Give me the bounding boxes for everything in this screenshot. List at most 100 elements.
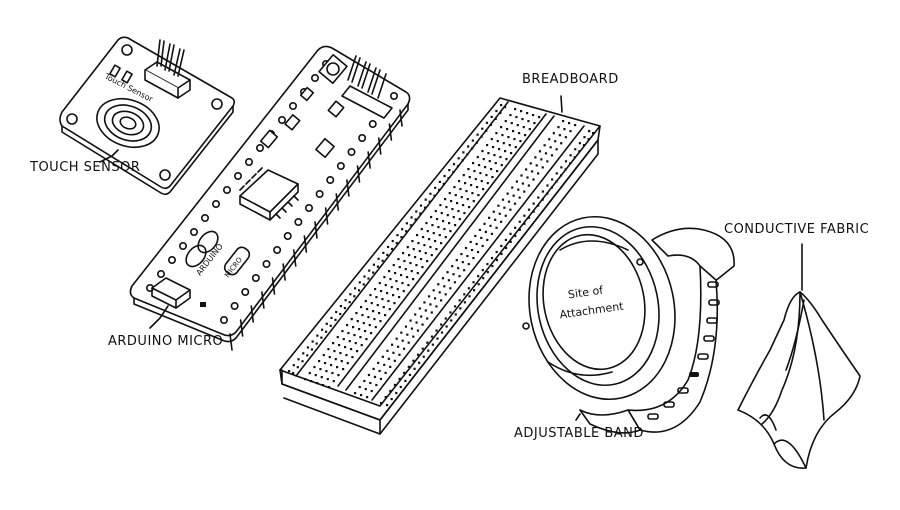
breadboard-hole [395, 391, 398, 395]
breadboard-hole [527, 120, 530, 123]
breadboard-hole [464, 182, 467, 185]
pin-hole [212, 200, 221, 209]
breadboard-hole [428, 238, 431, 241]
breadboard-hole [369, 294, 372, 297]
breadboard-hole [463, 212, 466, 215]
breadboard-hole [466, 254, 469, 258]
breadboard-hole [486, 144, 489, 147]
pin-hole [241, 287, 250, 296]
breadboard-hole [327, 348, 330, 351]
breadboard-hole [374, 326, 377, 329]
breadboard-hole [502, 142, 505, 145]
breadboard-hole [368, 324, 371, 327]
breadboard-hole [372, 263, 375, 266]
breadboard-hole [550, 186, 553, 189]
breadboard-hole [400, 274, 403, 277]
breadboard-hole [365, 338, 368, 341]
breadboard-hole [456, 202, 459, 205]
breadboard-hole [592, 132, 595, 135]
breadboard-hole [391, 239, 394, 243]
breadboard-hole [454, 224, 457, 227]
breadboard-hole [394, 272, 397, 275]
breadboard-hole [316, 334, 319, 337]
site-of-attachment-label-line1: Site of [567, 283, 605, 301]
breadboard-hole [450, 319, 453, 322]
breadboard-hole [476, 186, 479, 189]
breadboard-hole [436, 218, 439, 221]
breadboard-hole [514, 146, 517, 149]
breadboard-hole [370, 332, 373, 335]
breadboard-hole [578, 150, 581, 153]
breadboard-hole [339, 352, 342, 355]
breadboard-hole [504, 214, 507, 217]
breadboard-hole [408, 254, 411, 257]
breadboard-hole [438, 180, 441, 184]
header-pin [239, 319, 244, 337]
breadboard-hole [433, 194, 436, 197]
arduino-micro: ARDUINO MICRO [129, 45, 411, 351]
breadboard-hole [429, 246, 432, 249]
breadboard-hole [393, 383, 397, 387]
breadboard-hole [407, 365, 410, 368]
breadboard-hole [382, 251, 385, 254]
breadboard-hole [532, 210, 535, 213]
pin-hole [358, 134, 367, 143]
breadboard-hole [379, 377, 383, 381]
breadboard-hole [462, 174, 465, 177]
breadboard-hole [430, 311, 433, 314]
breadboard-hole [467, 168, 470, 171]
pin-hole [288, 102, 297, 111]
breadboard-hole [448, 222, 451, 225]
breadboard-hole [406, 333, 409, 336]
breadboard-hole [406, 276, 409, 279]
breadboard-hole [412, 335, 415, 338]
adjustable-band-label: Adjustable Band [514, 426, 644, 441]
breadboard-hole [471, 147, 474, 150]
breadboard-hole [320, 328, 324, 331]
breadboard-hole [445, 206, 448, 209]
breadboard-hole [490, 115, 493, 119]
breadboard-hole [518, 220, 521, 223]
breadboard-hole [477, 283, 480, 286]
breadboard-hole [507, 200, 511, 203]
header-pin [303, 235, 308, 253]
header-pin [377, 137, 382, 155]
breadboard-hole [415, 210, 418, 213]
breadboard-hole [509, 232, 512, 235]
breadboard-hole [519, 140, 522, 143]
breadboard-hole [496, 140, 499, 143]
breadboard-hole [367, 316, 370, 319]
breadboard-hole [393, 359, 396, 362]
breadboard-hole [405, 222, 408, 225]
breadboard-hole [432, 289, 435, 292]
breadboard-hole [346, 362, 349, 365]
breadboard-hole [473, 170, 476, 173]
breadboard-hole [558, 134, 561, 137]
breadboard-hole [384, 314, 387, 317]
breadboard-hole [373, 318, 376, 321]
breadboard-hole [386, 292, 389, 295]
breadboard-hole [517, 188, 520, 191]
breadboard-hole [367, 373, 371, 377]
breadboard-hole [483, 222, 486, 225]
breadboard-hole [440, 323, 443, 326]
breadboard-hole [467, 287, 471, 290]
breadboard-hole [500, 126, 503, 129]
breadboard-hole [471, 192, 474, 195]
breadboard-hole [501, 198, 505, 201]
breadboard-hole [440, 212, 443, 215]
breadboard-hole [559, 174, 563, 177]
breadboard-hole [495, 109, 498, 113]
breadboard-hole [543, 144, 546, 147]
breadboard-hole [574, 124, 577, 127]
breadboard-hole [486, 271, 489, 274]
breadboard-hole [324, 330, 328, 333]
breadboard-hole [467, 145, 470, 148]
breadboard-hole [444, 317, 447, 320]
breadboard-hole [505, 158, 508, 161]
breadboard-hole [389, 389, 392, 393]
breadboard-hole [427, 295, 431, 298]
breadboard-hole [447, 176, 450, 180]
adjustable-band: Site of Attachment [522, 215, 735, 434]
